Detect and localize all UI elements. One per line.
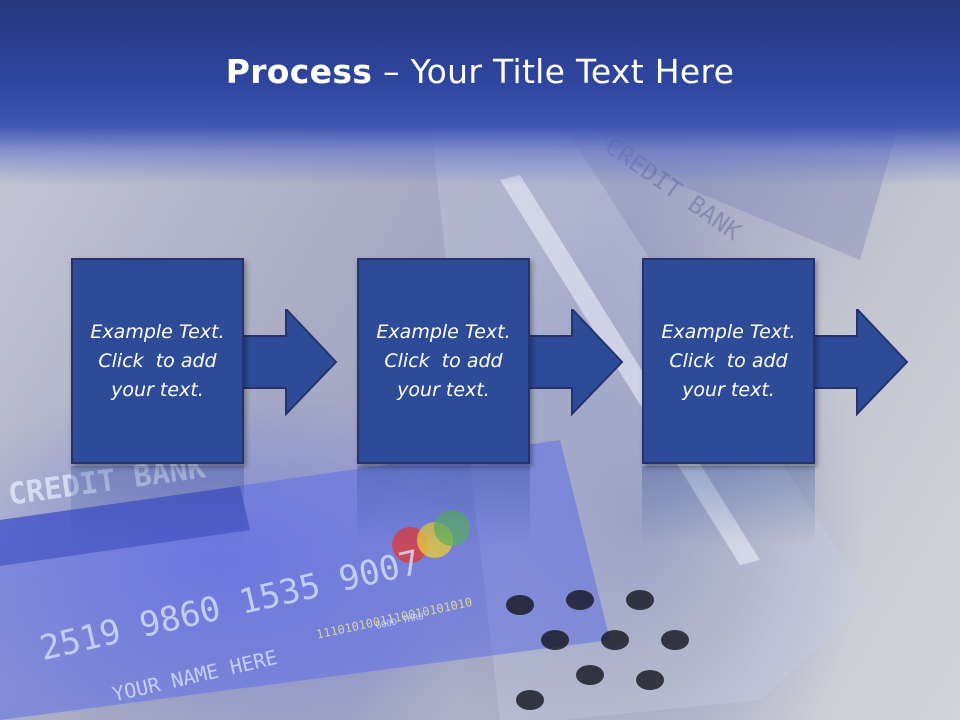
title-bar [0,0,960,185]
slide-title[interactable]: Process – Your Title Text Here [0,52,960,91]
step-1-text: Example Text. Click to add your text. [90,320,225,401]
step-2-text: Example Text. Click to add your text. [376,320,511,401]
atm-slot-edge [500,175,760,565]
atm-keypad [506,590,689,710]
title-bold: Process [225,52,373,91]
step-3-arrow-icon [811,309,909,417]
step-1-arrow-icon [240,309,338,417]
step-3-box[interactable]: Example Text. Click to add your text. [642,258,815,464]
title-rest: – Your Title Text Here [372,52,735,91]
step-1-box[interactable]: Example Text. Click to add your text. [71,258,244,464]
step-2-box[interactable]: Example Text. Click to add your text. [357,258,530,464]
step-2-arrow-icon [526,309,624,417]
step-3-text: Example Text. Click to add your text. [661,320,796,401]
step-1-reflection [71,466,244,546]
card-logo-green [434,510,470,546]
step-3-reflection [642,466,815,546]
step-2-reflection [357,466,530,546]
credit-card-stripe [0,486,250,566]
